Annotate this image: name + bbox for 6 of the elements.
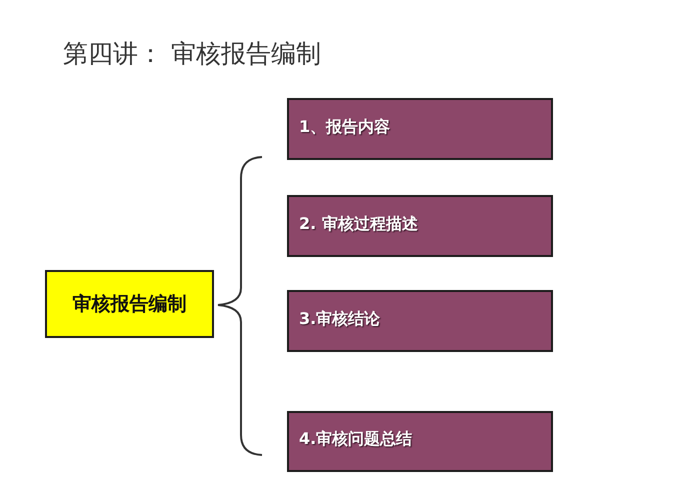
item-box: 3.审核结论 [287,290,553,352]
item-box: 1、报告内容 [287,98,553,160]
title: 第四讲： 审核报告编制 [63,38,321,70]
item-box: 4.审核问题总结 [287,411,553,472]
item-box: 2. 审核过程描述 [287,195,553,257]
topic-box: 审核报告编制 [45,270,214,338]
